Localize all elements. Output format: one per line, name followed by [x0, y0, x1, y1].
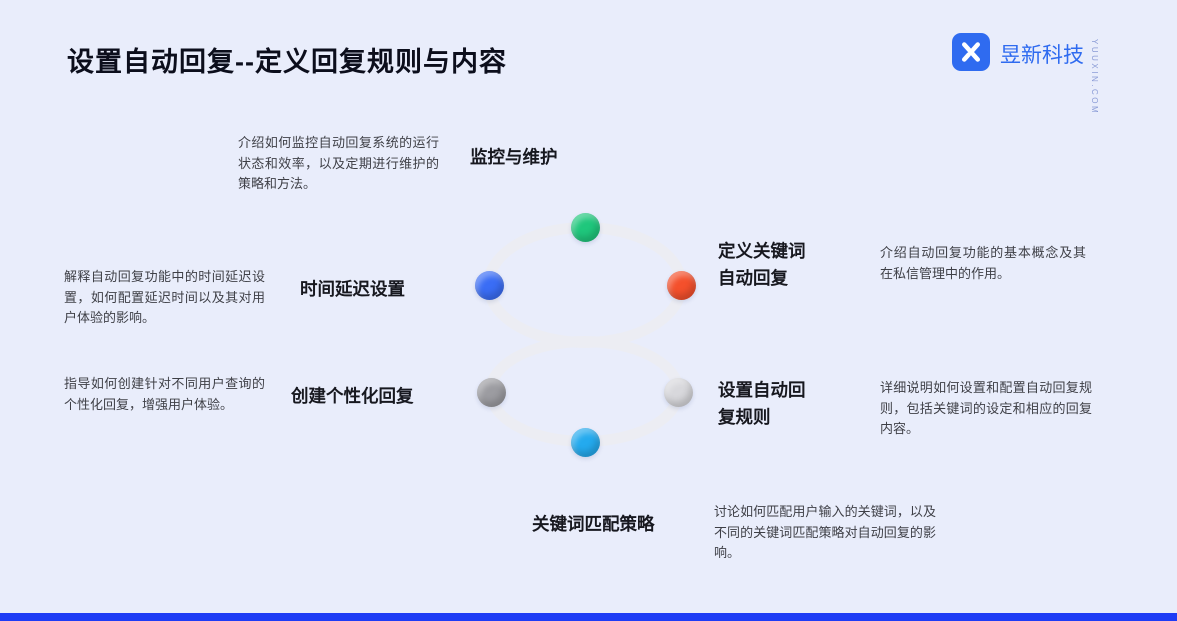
- dot-match: [571, 428, 600, 457]
- x-logo-icon: [962, 42, 980, 62]
- node-desc-keyword: 介绍自动回复功能的基本概念及其在私信管理中的作用。: [880, 245, 1086, 281]
- dot-keyword: [667, 271, 696, 300]
- node-desc-match: 讨论如何匹配用户输入的关键词，以及不同的关键词匹配策略对自动回复的影响。: [714, 504, 936, 560]
- brand-name: 昱新科技: [1000, 44, 1084, 67]
- node-label-rules: 设置自动回复规则: [718, 380, 806, 427]
- node-desc-personalize: 指导如何创建针对不同用户查询的个性化回复，增强用户体验。: [64, 376, 265, 412]
- brand-logo-icon: [952, 33, 990, 71]
- page-title: 设置自动回复--定义回复规则与内容: [67, 47, 507, 77]
- node-desc-monitor: 介绍如何监控自动回复系统的运行状态和效率，以及定期进行维护的策略和方法。: [238, 135, 439, 191]
- node-label-keyword: 定义关键词自动回复: [718, 241, 806, 288]
- node-label-match: 关键词匹配策略: [532, 514, 655, 534]
- node-label-personalize: 创建个性化回复: [291, 386, 414, 406]
- node-desc-rules: 详细说明如何设置和配置自动回复规则，包括关键词的设定和相应的回复内容。: [880, 380, 1092, 436]
- bottom-accent-bar: [0, 613, 1177, 621]
- dot-monitor: [571, 213, 600, 242]
- dot-delay: [475, 271, 504, 300]
- dot-rules: [664, 378, 693, 407]
- node-label-delay: 时间延迟设置: [300, 279, 405, 299]
- brand-watermark: 昱新科技 YUUXIN.COM: [952, 33, 1099, 115]
- node-desc-delay: 解释自动回复功能中的时间延迟设置，如何配置延迟时间以及其对用户体验的影响。: [64, 269, 265, 325]
- node-label-monitor: 监控与维护: [470, 147, 558, 167]
- brand-domain: YUUXIN.COM: [1090, 39, 1099, 116]
- dot-personalize: [477, 378, 506, 407]
